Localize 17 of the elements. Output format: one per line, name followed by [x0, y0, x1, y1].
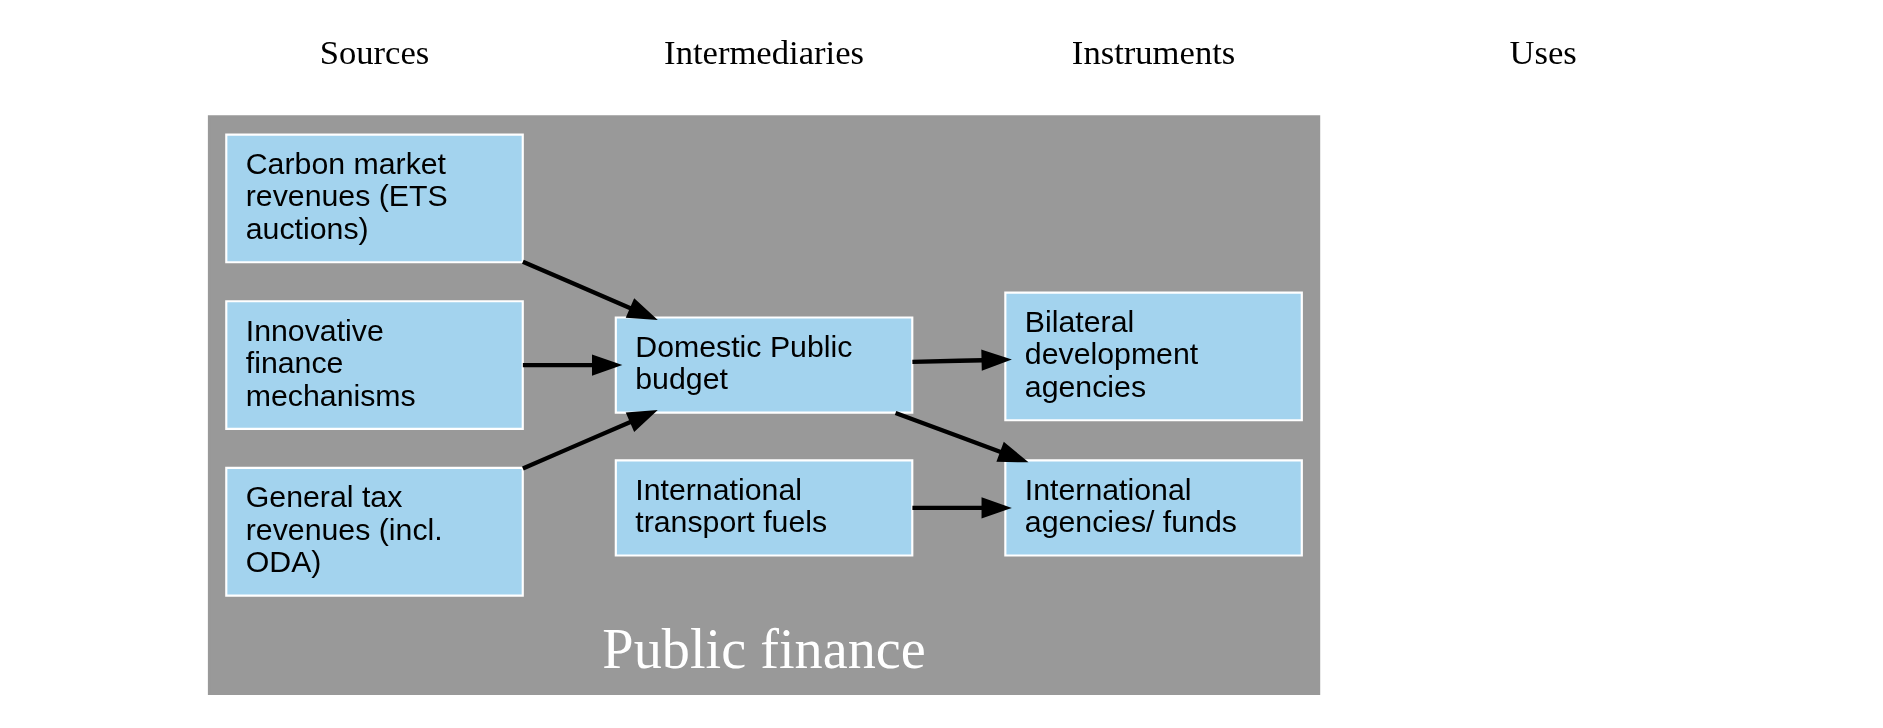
- node-box: International transport fuels: [614, 459, 914, 557]
- arrow: [894, 411, 1029, 463]
- node-box: International agencies/ funds: [1004, 459, 1303, 557]
- label: Sources: [319, 32, 430, 71]
- label: Intermediaries: [664, 32, 864, 71]
- node-box: Domestic Public budget: [614, 316, 914, 414]
- arrow: [912, 349, 1012, 371]
- node-box: Carbon market revenues (ETS auctions): [225, 133, 524, 264]
- label: Instruments: [1071, 32, 1236, 71]
- arrow: [522, 259, 658, 321]
- arrow: [522, 354, 623, 376]
- label: Uses: [1509, 32, 1577, 71]
- node-box: Bilateral development agencies: [1004, 291, 1303, 422]
- node-box: General tax revenues (incl. ODA): [225, 466, 524, 597]
- node-box: Innovative finance mechanisms: [225, 300, 524, 430]
- arrow: [522, 410, 658, 471]
- arrow: [912, 497, 1012, 519]
